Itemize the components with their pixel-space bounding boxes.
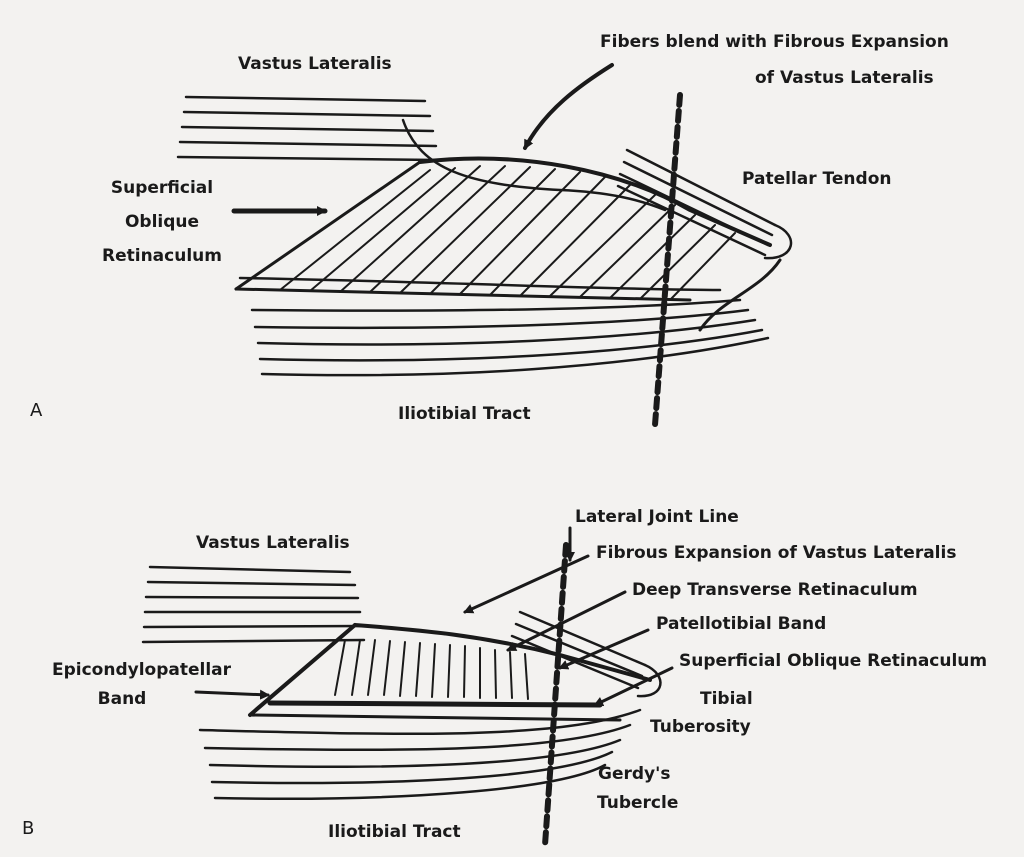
panel-b-drawing [141,526,674,848]
a-fibrous-expansion-arc [401,118,667,212]
b-iliotibial-tract-fibers [198,708,642,800]
a-vastus-lateralis-label: Vastus Lateralis [238,54,392,74]
b-epicondylopatellar-label-line2: Band [97,689,147,709]
a-fibers-blend-arrow [523,63,614,150]
b-lateral-joint-line [542,542,569,848]
b-deep-transverse-label: Deep Transverse Retinaculum [632,580,918,600]
a-superficial-oblique-label-line3: Retinaculum [102,246,222,266]
b-iliotibial-tract-label: Iliotibial Tract [328,822,461,842]
a-fibers-blend-label-line2: of Vastus Lateralis [755,68,934,88]
panel-a-drawing [176,63,793,428]
a-fibers-blend-label-line1: Fibers blend with Fibrous Expansion [600,32,949,52]
panel-a-letter: A [30,400,43,421]
a-vastus-lateralis-fibers [176,95,440,162]
b-patellotibial-label: Patellotibial Band [656,614,827,634]
a-superficial-oblique-label-line2: Oblique [124,212,200,232]
b-epicondylopatellar-label-line1: Epicondylopatellar [52,660,232,680]
b-fibrous-expansion-label: Fibrous Expansion of Vastus Lateralis [596,543,957,563]
b-fibrous-expansion-arrow [463,554,590,614]
b-superficial-oblique-arrow [593,666,674,707]
b-gerdys-tubercle-label-line2: Tubercle [597,793,679,813]
b-gerdys-tubercle-label-line1: Gerdy's [598,764,671,784]
b-vastus-lateralis-label: Vastus Lateralis [196,533,350,553]
b-vastus-lateralis-fibers [141,565,366,644]
b-patellotibial-arrow [558,628,650,670]
a-oblique-retinaculum-sheet [234,156,772,302]
b-retinaculum-layers [248,623,652,722]
a-patellar-tendon [616,148,793,332]
b-superficial-oblique-label: Superficial Oblique Retinaculum [679,651,988,671]
b-tibial-tuberosity-label-line2: Tuberosity [650,717,751,737]
a-patellar-tendon-label: Patellar Tendon [742,169,892,189]
a-superficial-oblique-label-line1: Superficial [110,178,214,198]
a-joint-line [652,92,683,428]
b-lateral-joint-line-label: Lateral Joint Line [575,507,739,527]
a-iliotibial-tract-label: Iliotibial Tract [398,404,531,424]
b-tibial-tuberosity-label-line1: Tibial [700,689,753,709]
a-iliotibial-tract-fibers [238,276,770,377]
b-deep-transverse-arrow [506,590,627,652]
b-epicondylopatellar-arrow [194,689,270,700]
panel-b-letter: B [22,818,35,839]
